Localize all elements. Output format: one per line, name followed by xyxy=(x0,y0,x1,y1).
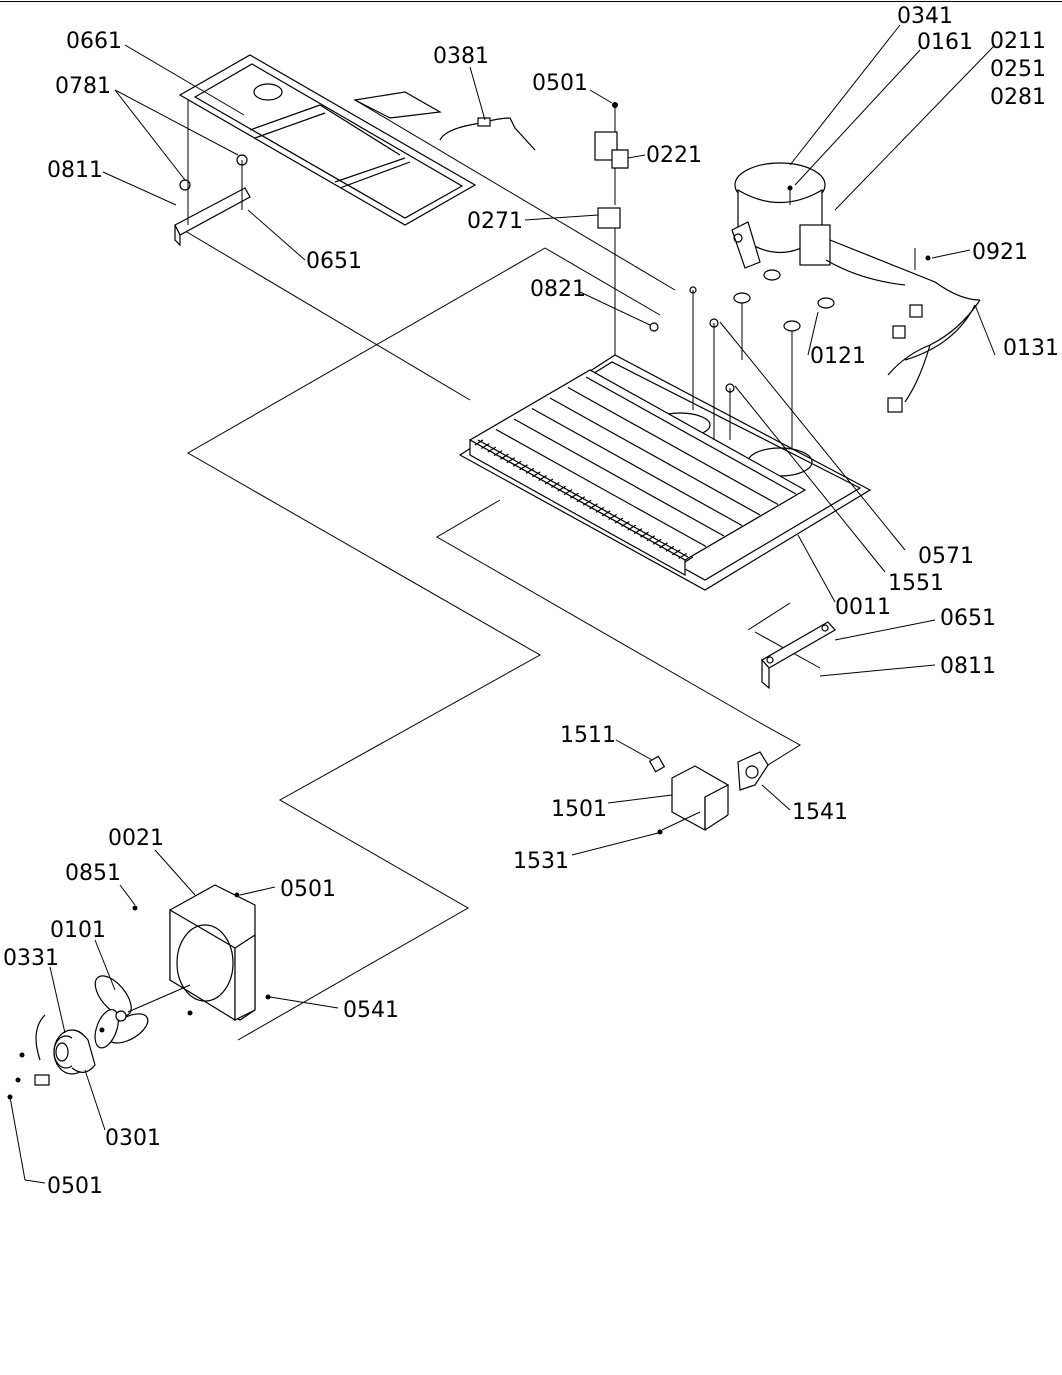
coil-row xyxy=(513,418,725,537)
coil-row xyxy=(531,407,743,527)
guide-line-top xyxy=(354,99,676,291)
callout-0651: 0651 xyxy=(306,249,362,274)
callout-0661: 0661 xyxy=(66,29,122,54)
coil-fin xyxy=(500,453,509,460)
outline-bottom xyxy=(436,499,801,771)
coil-fin xyxy=(525,467,535,474)
coil-fin xyxy=(608,513,617,520)
coil-fin xyxy=(627,524,637,531)
coil-fin xyxy=(519,464,528,471)
callout-0021: 0021 xyxy=(108,826,164,851)
callout-0281: 0281 xyxy=(990,85,1046,110)
coil-fin xyxy=(487,446,497,453)
coil-row xyxy=(495,428,707,548)
callout-0811b: 0811 xyxy=(940,654,996,679)
coil-fin xyxy=(601,510,611,517)
callout-0251: 0251 xyxy=(990,57,1046,82)
coil-fin xyxy=(474,439,484,446)
coil-fin xyxy=(512,460,522,467)
callout-0221: 0221 xyxy=(646,143,702,168)
coil-fin xyxy=(570,492,579,499)
outline-zigzag-left xyxy=(186,247,546,1041)
coil-fin xyxy=(557,485,567,492)
callout-0851: 0851 xyxy=(65,861,121,886)
coil-fin xyxy=(678,552,687,559)
coil-fin xyxy=(595,506,605,513)
coil-fin xyxy=(640,531,649,538)
callout-0301: 0301 xyxy=(105,1126,161,1151)
condenser-coil-part xyxy=(468,369,807,577)
coil-row xyxy=(585,376,797,495)
coil-fin xyxy=(659,542,668,549)
callout-0341: 0341 xyxy=(897,4,953,29)
fan-motor-part xyxy=(7,1014,105,1181)
callout-0651b: 0651 xyxy=(940,606,996,631)
callout-0501: 0501 xyxy=(532,71,588,96)
callout-1551: 1551 xyxy=(888,571,944,596)
coil-fin xyxy=(544,478,554,485)
coil-row xyxy=(567,386,779,506)
coil-fin xyxy=(551,482,560,489)
relay-part-0221 xyxy=(594,102,629,205)
coil-fin xyxy=(671,549,681,556)
fan-shroud-part xyxy=(132,884,271,1022)
coil-fin xyxy=(646,535,656,542)
coil-fin xyxy=(582,499,592,506)
callout-0161: 0161 xyxy=(917,30,973,55)
coil-fin xyxy=(589,503,598,510)
callout-0331: 0331 xyxy=(3,946,59,971)
coil-fin xyxy=(614,517,624,524)
callout-0501b: 0501 xyxy=(280,877,336,902)
coil-fin xyxy=(493,450,503,457)
callout-0821: 0821 xyxy=(530,277,586,302)
fan-blade-part xyxy=(94,975,191,1049)
outline-zigzag-right xyxy=(544,247,661,316)
guide-line-bracket xyxy=(747,602,791,631)
coil-fin xyxy=(531,471,541,478)
callout-0781: 0781 xyxy=(55,74,111,99)
callout-1531: 1531 xyxy=(513,849,569,874)
coil-fin xyxy=(633,528,643,535)
coil-row xyxy=(549,397,761,516)
coil-fin xyxy=(481,443,490,450)
callout-0121: 0121 xyxy=(810,344,866,369)
relay-part-0271 xyxy=(597,207,621,360)
callout-0811: 0811 xyxy=(47,158,103,183)
callout-0271: 0271 xyxy=(467,209,523,234)
bracket-part-0651-left xyxy=(174,100,251,247)
callout-1541: 1541 xyxy=(792,800,848,825)
coil-fin xyxy=(665,545,675,552)
screw-part-0821 xyxy=(649,286,735,440)
callout-0011: 0011 xyxy=(835,595,891,620)
callout-0501c: 0501 xyxy=(47,1174,103,1199)
callout-labels: 0661 0781 0811 0381 0501 0221 0271 0651 … xyxy=(3,4,1059,1199)
callout-0571: 0571 xyxy=(918,544,974,569)
callout-0101: 0101 xyxy=(50,918,106,943)
bracket-part-0651-right xyxy=(761,621,836,690)
damper-assembly-part xyxy=(648,751,769,835)
coil-fin xyxy=(576,496,586,503)
callout-0131: 0131 xyxy=(1003,336,1059,361)
callout-1501: 1501 xyxy=(551,797,607,822)
leader-lines xyxy=(24,24,996,1184)
callout-0381: 0381 xyxy=(433,44,489,69)
coil-fin xyxy=(652,538,662,545)
guide-line xyxy=(174,224,471,401)
tube-part-0381 xyxy=(353,91,536,151)
coil-fin xyxy=(506,457,516,464)
callout-0541: 0541 xyxy=(343,998,399,1023)
coil-fin xyxy=(538,474,547,481)
coil-fin xyxy=(684,556,694,563)
callout-0211: 0211 xyxy=(990,29,1046,54)
callout-0921: 0921 xyxy=(972,240,1028,265)
wire-harness-part xyxy=(825,239,981,413)
compressor-part xyxy=(731,162,835,500)
drain-pan-part xyxy=(178,54,477,226)
coil-fin xyxy=(621,521,630,528)
coil-fin xyxy=(563,489,573,496)
callout-1511: 1511 xyxy=(560,723,616,748)
